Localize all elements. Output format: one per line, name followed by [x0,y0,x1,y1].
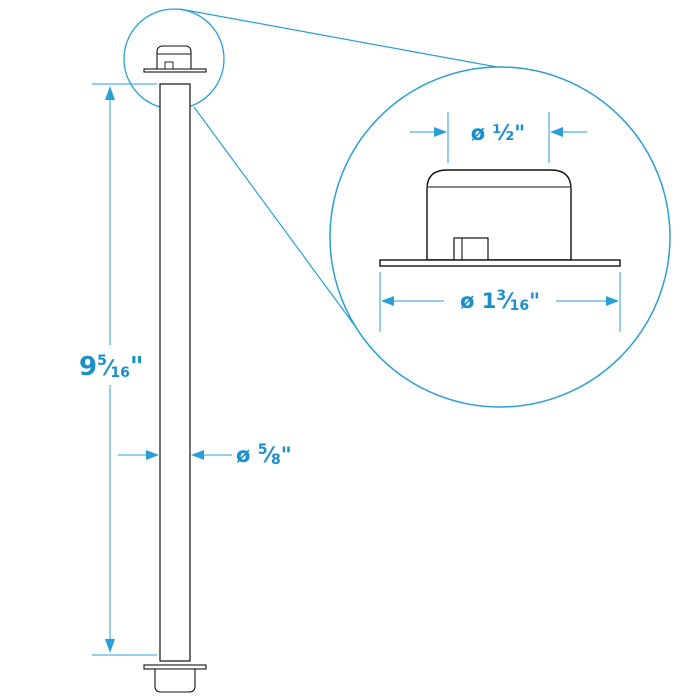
length-unit: " [130,352,144,382]
detail-base-denominator: 16 [510,298,529,314]
rod-bottom-cap [143,664,207,693]
length-dimension: 95⁄16" [79,83,157,656]
detail-top-unit: " [514,121,525,145]
detail-base-symbol: ø [460,289,474,313]
detail-top-dimension: ø ½" [410,112,587,163]
rod-diameter-symbol: ø [236,443,250,467]
detail-cap [379,169,621,267]
detail-base-numerator: 3 [496,288,506,304]
rod-diameter-denominator: 8 [271,452,281,468]
detail-base-dimension: ø 13⁄16" [379,272,621,332]
rod-diameter-unit: " [281,443,292,467]
length-whole: 9 [79,352,97,382]
rod-diameter-label: ø 5⁄8" [236,442,292,468]
detail-top-diameter-label: ø ½" [471,121,525,145]
detail-base-diameter-label: ø 13⁄16" [460,288,540,314]
callout-line-upper [179,8,498,68]
rod-diameter-numerator: 5 [258,442,268,458]
detail-base-unit: " [529,289,540,313]
callout-line-lower [193,106,356,327]
large-detail-circle [329,66,671,408]
detail-top-symbol: ø [471,121,485,145]
rod-diameter-dimension: ø 5⁄8" [118,442,292,468]
length-numerator: 5 [97,353,107,369]
rod-top-cap [143,45,207,73]
length-denominator: 16 [110,365,129,381]
detail-base-whole: 1 [482,289,497,313]
detail-top-value: ½ [493,121,515,145]
rod-body [159,83,191,662]
